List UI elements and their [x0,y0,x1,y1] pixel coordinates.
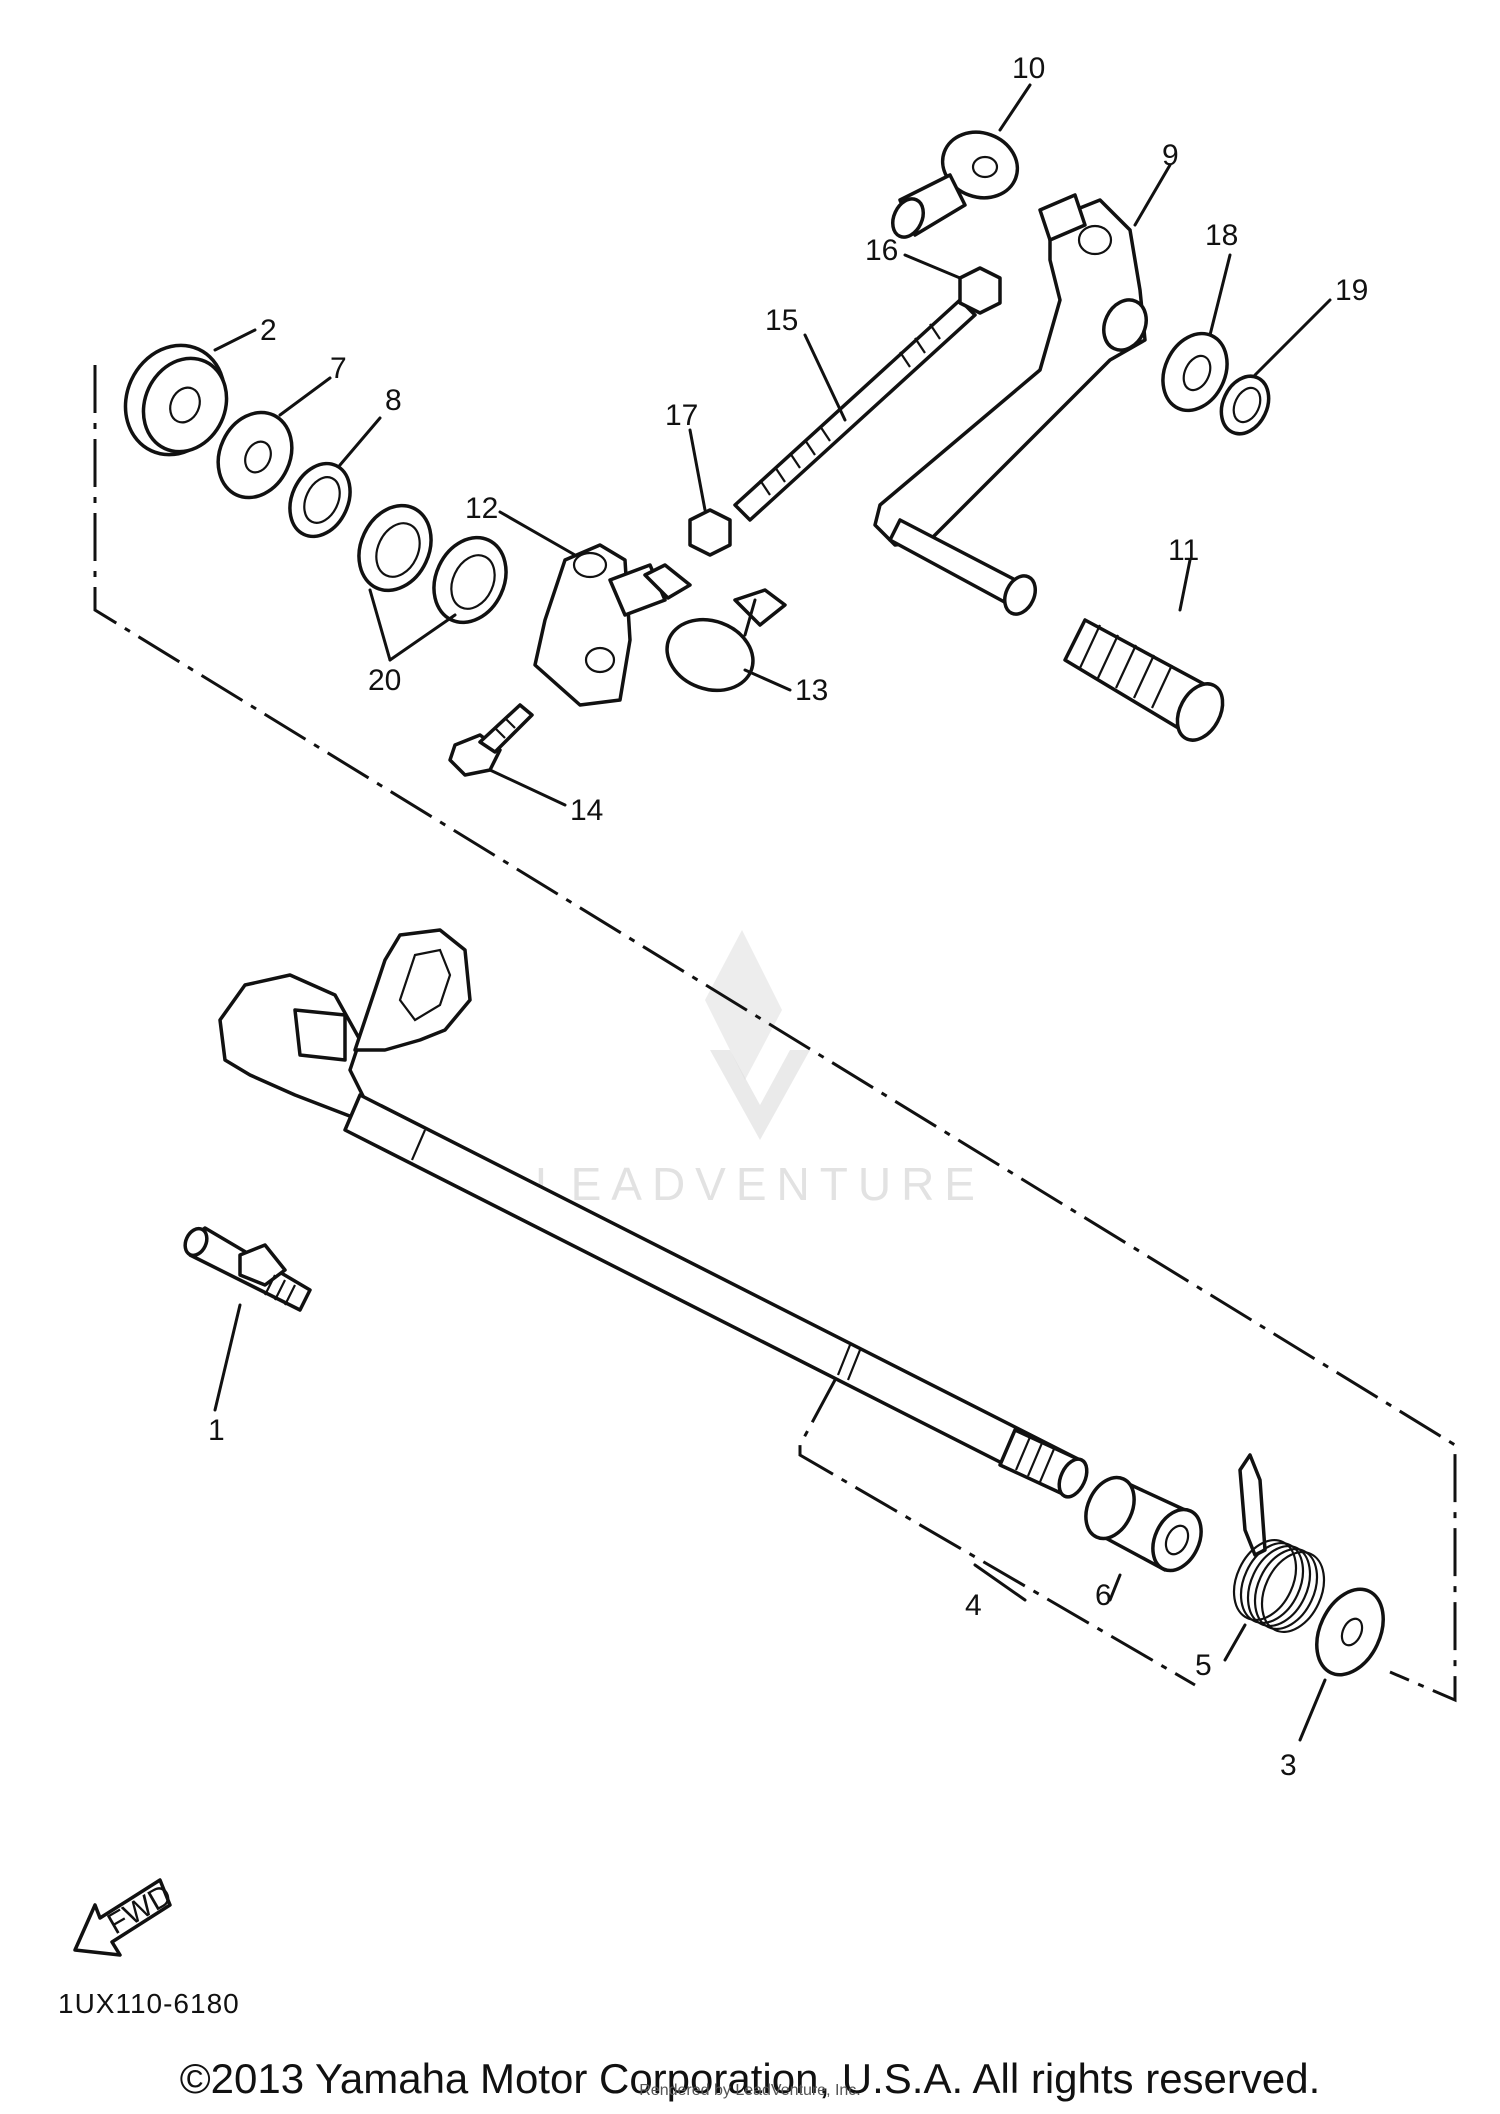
part-10-rod-end [891,83,1032,239]
part-2-oil-seal [123,328,257,457]
callout-12: 12 [465,492,498,525]
callout-8: 8 [385,384,402,417]
fwd-label: FWD [102,1878,178,1941]
part-11-pedal-rubber [1063,558,1225,742]
part-14-bolt [448,703,567,807]
callout-5: 5 [1195,1649,1212,1682]
callout-3: 3 [1280,1749,1297,1782]
callout-4: 4 [965,1589,982,1622]
part-callouts: 1 2 3 4 5 6 7 8 9 10 11 12 13 14 15 16 1… [208,52,1368,1782]
callout-16: 16 [865,234,898,267]
part-19-circlip [1219,298,1332,436]
callout-1: 1 [208,1414,225,1447]
part-3-washer [1298,1587,1385,1742]
part-1-stud-bolt [183,1226,312,1412]
forward-arrow: FWD [73,1878,178,1957]
callout-15: 15 [765,304,798,337]
callout-2: 2 [260,314,277,347]
rendered-by-notice: Rendered by LeadVenture, Inc. [639,2082,861,2099]
part-16-nut [903,253,1002,315]
part-17-nut [688,428,732,557]
copyright-notice: ©2013 Yamaha Motor Corporation, U.S.A. A… [179,2055,1321,2102]
assembly-boundary [93,365,1457,1703]
part-5-spring [1223,1453,1326,1662]
part-7-washer [216,376,332,500]
part-15-shift-rod [643,298,977,600]
callout-20: 20 [368,664,401,697]
part-12-shift-arm [498,510,667,707]
callout-17: 17 [665,399,698,432]
part-18-washer [1161,253,1232,413]
callout-10: 10 [1012,52,1045,85]
callout-7: 7 [330,352,347,385]
part-8-circlip [288,416,382,539]
leadventure-watermark: LEADVENTURE [535,930,985,1210]
callout-9: 9 [1162,139,1179,172]
pedal-peg [888,518,1037,616]
part-6-collar [1084,1475,1203,1602]
part-13-ball-joint [665,588,792,693]
diagram-code: 1UX110-6180 [58,1988,240,2019]
callout-18: 18 [1205,219,1238,252]
callout-19: 19 [1335,274,1368,307]
part-4-shift-shaft [343,1093,1089,1602]
callout-11: 11 [1168,534,1199,567]
part-20-bearings [357,503,508,662]
shift-shaft-arm [218,928,472,1122]
callout-14: 14 [570,794,603,827]
callout-13: 13 [795,674,828,707]
callout-6: 6 [1095,1579,1112,1612]
watermark-text: LEADVENTURE [535,1158,985,1210]
